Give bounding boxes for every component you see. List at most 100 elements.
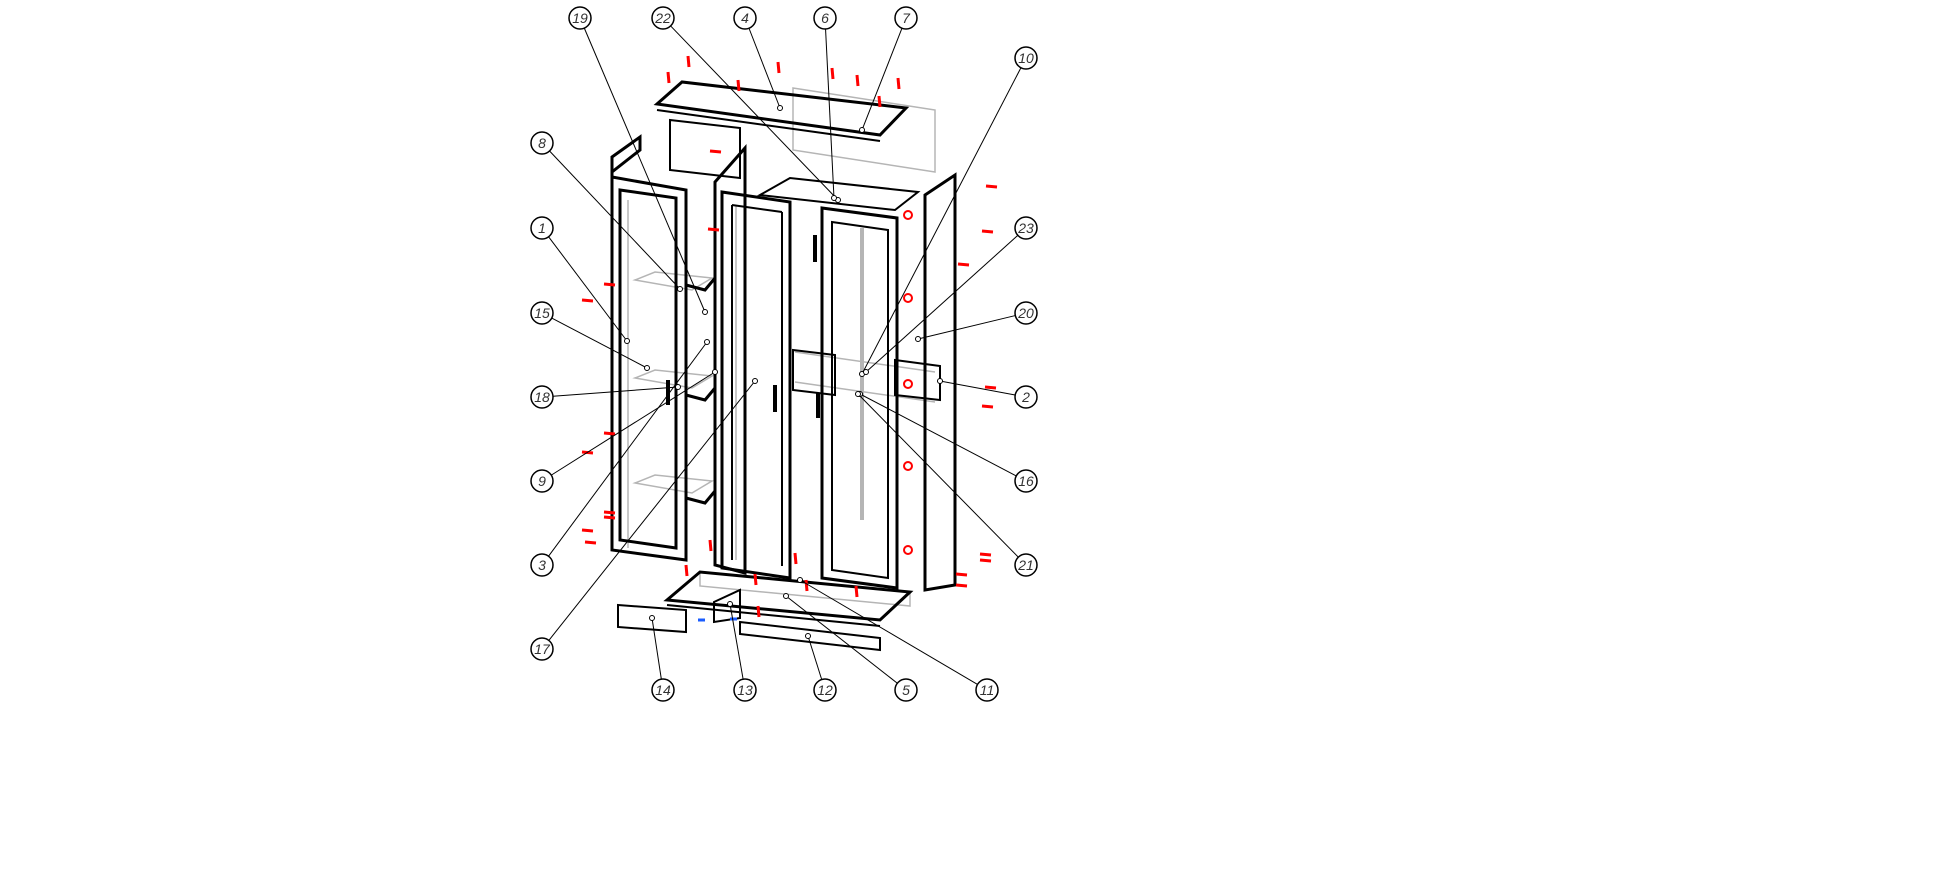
fastener-mark — [855, 74, 860, 87]
fastener-mark — [896, 77, 901, 90]
fastener-mark — [603, 282, 616, 287]
callout-label: 19 — [572, 10, 588, 26]
fastener-mark — [981, 404, 994, 409]
callout-17: 17 — [530, 378, 758, 661]
leader-target — [727, 601, 733, 607]
fastener-mark — [979, 558, 992, 563]
callout-bubble — [1014, 385, 1038, 409]
fastener-mark — [707, 227, 720, 232]
callout-bubble — [530, 469, 554, 493]
callout-15: 15 — [530, 301, 650, 371]
callout-bubble — [530, 637, 554, 661]
leader-line — [785, 595, 898, 684]
leader-line — [552, 386, 679, 397]
leader-target — [937, 378, 943, 384]
leader-line — [807, 635, 823, 680]
callout-bubble — [894, 6, 918, 30]
leader-line — [861, 67, 1022, 375]
leader-line — [799, 579, 978, 685]
callout-label: 6 — [821, 10, 829, 26]
callout-label: 23 — [1017, 220, 1034, 236]
leader-line — [857, 393, 1019, 558]
fastener-mark — [603, 431, 616, 436]
callout-label: 20 — [1017, 305, 1034, 321]
callout-11: 11 — [797, 577, 999, 702]
fastener-mark — [955, 572, 968, 577]
callout-bubble — [651, 6, 675, 30]
leader-line — [551, 317, 648, 369]
leader-target — [712, 369, 718, 375]
leader-target — [704, 339, 710, 345]
callout-9: 9 — [530, 369, 718, 493]
fastener-mark — [684, 564, 689, 577]
callout-label: 21 — [1017, 557, 1034, 573]
leader-line — [583, 27, 706, 313]
callout-bubble — [530, 553, 554, 577]
leader-target — [777, 105, 783, 111]
fasteners — [581, 55, 998, 622]
callout-bubble — [894, 678, 918, 702]
callout-6: 6 — [813, 6, 837, 201]
fastener-mark — [981, 229, 994, 234]
fastener-mark — [666, 71, 671, 84]
callout-bubble — [975, 678, 999, 702]
leader-target — [915, 336, 921, 342]
callout-3: 3 — [530, 339, 710, 577]
callout-label: 5 — [902, 682, 910, 698]
leader-target — [863, 369, 869, 375]
callout-bubble — [1014, 46, 1038, 70]
callout-23: 23 — [863, 216, 1038, 375]
fastener-mark — [581, 528, 594, 533]
leader-line — [729, 603, 744, 680]
leader-target — [831, 195, 837, 201]
callout-label: 16 — [1018, 473, 1034, 489]
fastener-mark — [581, 298, 594, 303]
leader-target — [677, 286, 683, 292]
left-door — [618, 188, 678, 550]
middle-side-panel — [713, 144, 747, 575]
leader-line — [861, 28, 903, 131]
callout-12: 12 — [805, 633, 837, 702]
callout-label: 7 — [902, 10, 911, 26]
bottom-panel — [663, 570, 914, 622]
callout-bubble — [813, 678, 837, 702]
callout-label: 9 — [538, 473, 546, 489]
callout-bubble — [733, 6, 757, 30]
part-outlines — [610, 80, 957, 652]
fastener-mark — [753, 573, 758, 586]
callout-bubble — [530, 385, 554, 409]
top-panel — [653, 80, 910, 137]
callout-label: 14 — [655, 682, 671, 698]
leader-line — [548, 380, 756, 641]
fastener-mark — [830, 67, 835, 80]
hinge-mark — [903, 461, 913, 471]
hinge-mark — [903, 379, 913, 389]
callout-22: 22 — [651, 6, 841, 203]
fastener-mark — [955, 583, 968, 588]
fastener-mark — [603, 510, 616, 515]
left-side-panel — [610, 134, 688, 562]
callout-label: 22 — [654, 10, 671, 26]
callout-bubble — [813, 6, 837, 30]
fastener-mark — [756, 605, 761, 618]
leader-line — [670, 25, 839, 201]
callout-bubble — [568, 6, 592, 30]
fastener-mark — [854, 585, 859, 598]
callout-bubble — [530, 216, 554, 240]
leader-target — [624, 338, 630, 344]
callout-1: 1 — [530, 216, 630, 344]
fastener-mark — [877, 95, 882, 108]
right-side-panel — [923, 172, 957, 592]
callout-label: 18 — [534, 389, 550, 405]
leader-target — [675, 384, 681, 390]
plinth-bracket — [713, 588, 741, 624]
leader-line — [651, 617, 662, 680]
leader-line — [748, 28, 781, 109]
callout-bubble — [1014, 469, 1038, 493]
leader-line — [551, 371, 716, 476]
middle-door — [720, 190, 792, 580]
callout-bubble — [1014, 301, 1038, 325]
callout-2: 2 — [937, 378, 1038, 409]
right-door — [820, 206, 899, 590]
callout-8: 8 — [530, 131, 683, 292]
